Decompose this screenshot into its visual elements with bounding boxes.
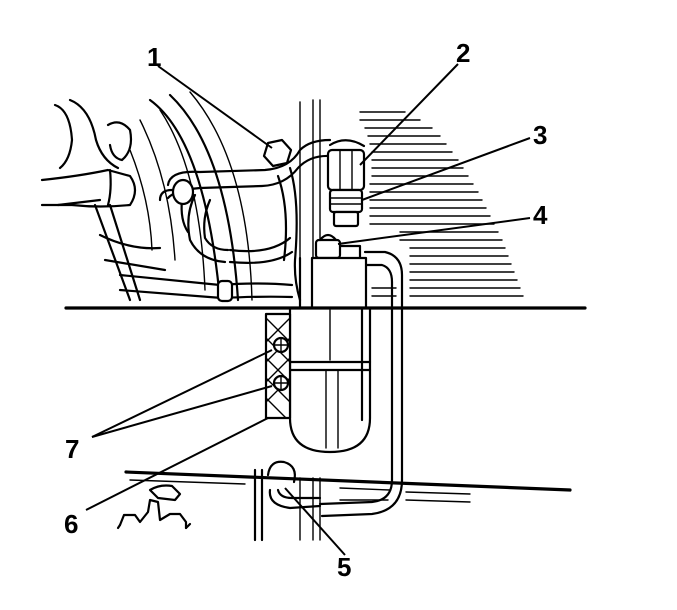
fitting-oring-3 xyxy=(328,188,364,214)
hex-nut-1 xyxy=(262,138,293,168)
callout-2: 2 xyxy=(456,38,470,68)
callout-6: 6 xyxy=(64,509,78,539)
wheel-arcs xyxy=(129,91,253,302)
mounting-bracket xyxy=(264,312,292,420)
leader-3 xyxy=(361,137,531,201)
accumulator-body xyxy=(288,256,372,454)
suspension-bracket xyxy=(40,98,167,302)
callout-4: 4 xyxy=(533,200,548,230)
condenser-fins-upper xyxy=(299,99,524,309)
callout-3: 3 xyxy=(533,120,547,150)
condenser-fins-lower xyxy=(124,468,572,542)
leader-lines xyxy=(85,63,531,556)
fitting-nut-2 xyxy=(326,148,366,192)
hose-loop xyxy=(158,138,332,302)
leader-1 xyxy=(157,65,273,149)
refrigerant-line-left xyxy=(118,273,294,303)
retaining-clip xyxy=(266,460,322,510)
leader-5 xyxy=(284,487,346,556)
callout-5: 5 xyxy=(337,552,351,582)
leader-7b xyxy=(91,385,273,438)
leader-4 xyxy=(337,217,531,245)
leader-2 xyxy=(359,63,459,166)
line-fitting-stack xyxy=(326,139,366,228)
callout-7: 7 xyxy=(65,434,79,464)
callout-labels: 1 2 3 4 5 6 7 xyxy=(64,38,548,582)
leader-7a xyxy=(91,349,273,438)
lower-frame-stub xyxy=(116,484,192,530)
leader-6 xyxy=(85,417,269,511)
callout-1: 1 xyxy=(147,42,161,72)
